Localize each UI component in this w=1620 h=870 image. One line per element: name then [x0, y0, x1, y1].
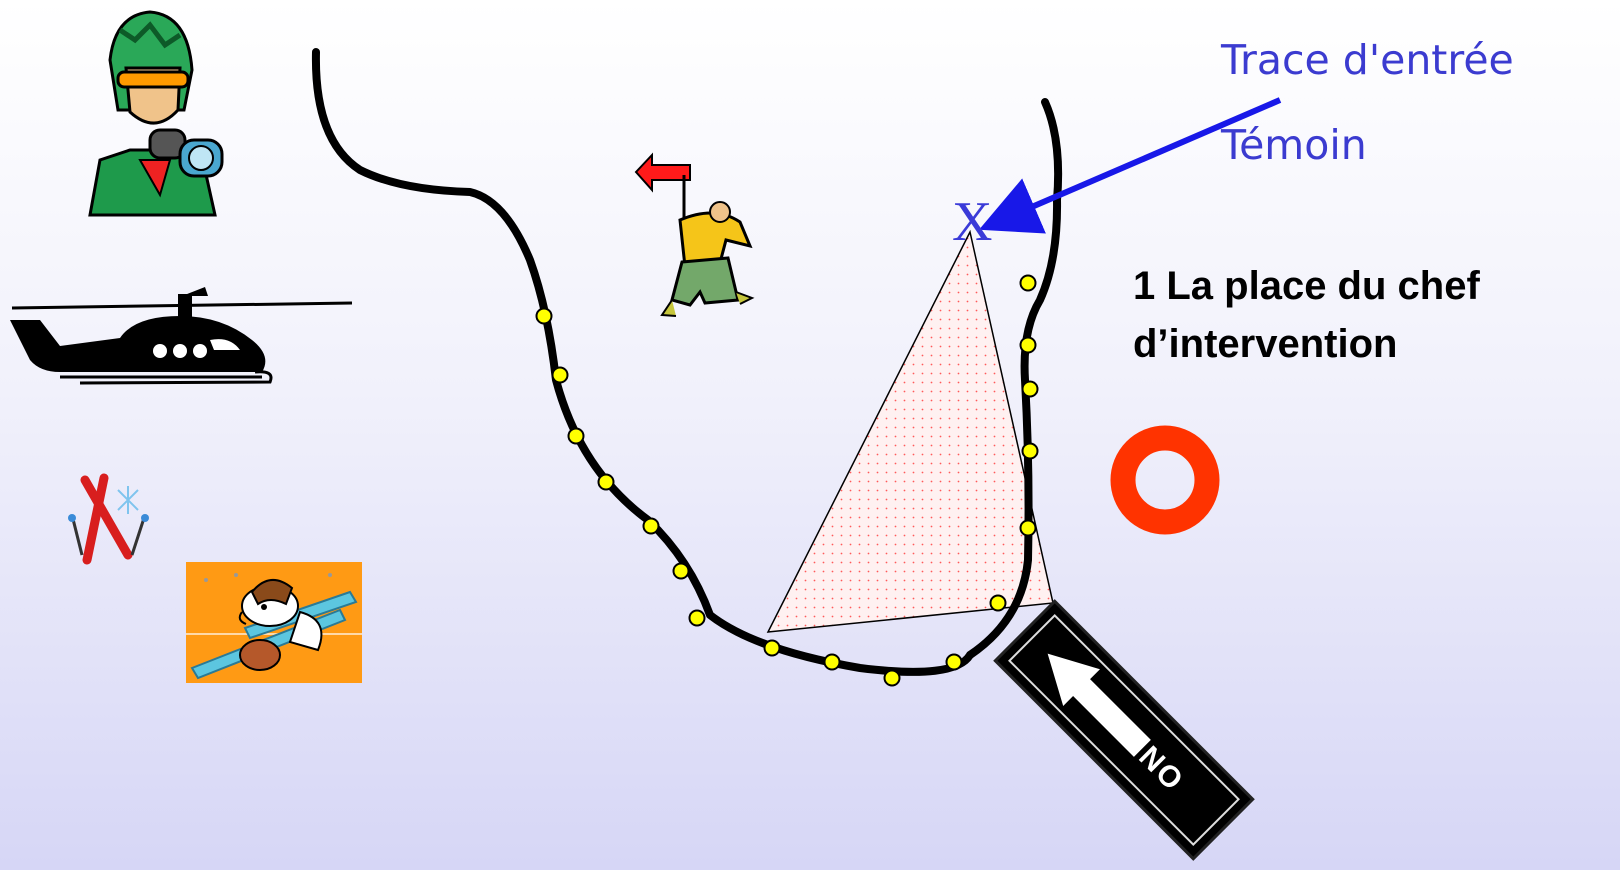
marker-points	[535, 274, 1039, 687]
marker	[1019, 336, 1037, 354]
crossed-skis-icon	[68, 473, 149, 565]
marker	[763, 639, 781, 657]
rescue-dog-icon	[186, 562, 362, 683]
marker	[1021, 442, 1039, 460]
temoin-label: Témoin	[1220, 121, 1367, 169]
witness-arrow	[978, 97, 1282, 234]
marker	[672, 562, 690, 580]
marker	[1019, 519, 1037, 537]
helicopter-icon	[10, 287, 353, 385]
chef-label-line2: d’intervention	[1133, 322, 1397, 366]
marker	[945, 653, 963, 671]
marker	[551, 366, 569, 384]
marker	[597, 473, 615, 491]
marker	[1021, 380, 1039, 398]
marker	[1019, 274, 1037, 292]
marker	[688, 609, 706, 627]
marker	[989, 594, 1007, 612]
chef-label-line1: 1 La place du chef	[1133, 264, 1480, 308]
orange-ring-icon	[1110, 425, 1220, 535]
marker	[883, 669, 901, 687]
marker	[535, 307, 553, 325]
witness-mark: X	[952, 191, 992, 253]
observer-binoculars-icon	[88, 10, 224, 217]
marker	[823, 653, 841, 671]
one-way-sign-icon: ONE WAY	[993, 599, 1255, 861]
trace-entree-label: Trace d'entrée	[1220, 36, 1514, 84]
flag-bearer-icon	[634, 152, 755, 317]
marker	[567, 427, 585, 445]
danger-zone	[766, 229, 1054, 633]
marker	[642, 517, 660, 535]
